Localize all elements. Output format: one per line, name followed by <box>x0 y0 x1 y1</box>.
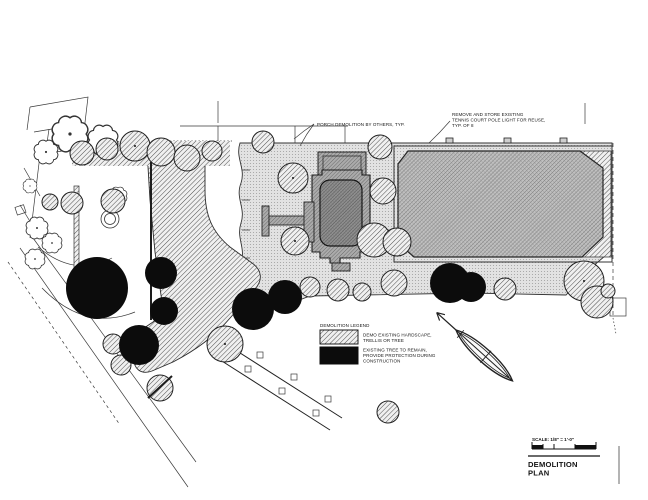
walkway-demo <box>213 343 343 431</box>
scale-label: SCALE: 1/8" = 1'-0" <box>532 437 574 442</box>
north-arrow <box>436 312 514 382</box>
title-block: SCALE: 1/8" = 1'-0" DEMOLITION PLAN <box>528 437 620 484</box>
legend-item2-line2: PROVIDE PROTECTION DURING <box>363 353 436 358</box>
legend-swatch-demo-hardscape <box>319 329 359 345</box>
legend-item2-line1: EXISTING TREE TO REMAIN, <box>363 348 427 353</box>
demolition-legend: DEMOLITION LEGEND DEMO EXISTING HARDSCAP… <box>319 323 436 365</box>
legend-title: DEMOLITION LEGEND <box>320 323 370 328</box>
porch-demolition-note: PORCH DEMOLITION BY OTHERS, TYP. <box>317 122 405 127</box>
annotation-porch-demolition: PORCH DEMOLITION BY OTHERS, TYP. <box>293 122 405 147</box>
tennis-light-note-line3: TYP. OF 8 <box>452 123 474 128</box>
scale-bar <box>531 442 597 450</box>
tennis-court <box>393 137 613 263</box>
demo-trees <box>41 130 616 424</box>
legend-item2-line3: CONSTRUCTION <box>363 359 400 364</box>
legend-item1-line2: TRELLIS OR TREE <box>363 338 404 343</box>
pool-complex <box>261 151 371 272</box>
court-pole-lights <box>445 137 568 144</box>
tennis-light-note-line1: REMOVE AND STORE EXISTING <box>452 112 524 117</box>
tennis-light-note-line2: TENNIS COURT POLE LIGHT FOR REUSE, <box>452 118 545 123</box>
legend-item1-line1: DEMO EXISTING HARDSCAPE, <box>363 333 432 338</box>
remain-trees <box>66 257 486 365</box>
legend-swatch-tree-remain <box>319 346 359 365</box>
sheet-title-line2: PLAN <box>528 469 549 478</box>
annotation-tennis-light: REMOVE AND STORE EXISTING TENNIS COURT P… <box>428 112 545 144</box>
sheet-title-line1: DEMOLITION <box>528 460 578 469</box>
